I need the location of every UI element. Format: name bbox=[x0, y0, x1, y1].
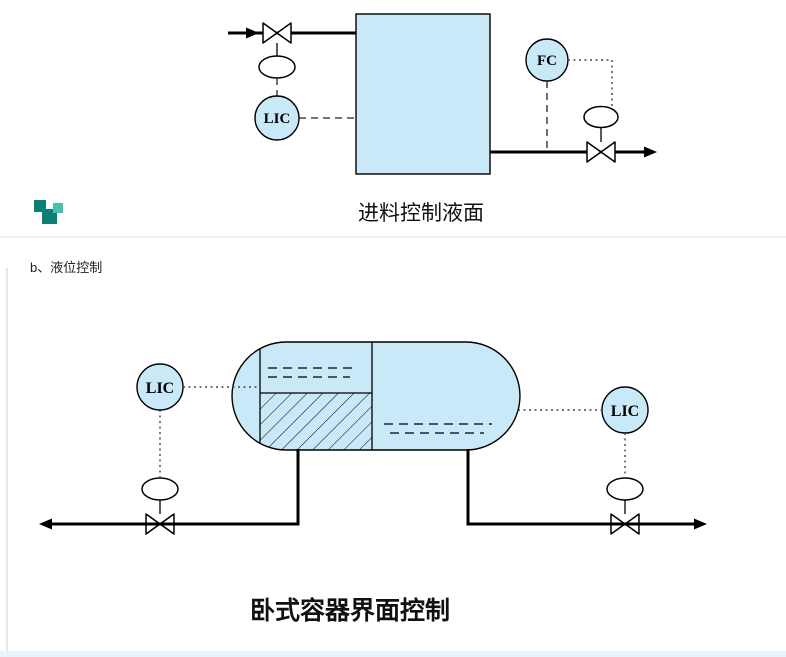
inlet-valve-icon bbox=[262, 22, 292, 44]
hatched-liquid-area bbox=[260, 393, 372, 450]
valve-left-triangle bbox=[586, 141, 602, 163]
logo-block bbox=[53, 203, 63, 213]
vessel-diagram-caption: 卧式容器界面控制 bbox=[250, 596, 450, 625]
feed-diagram-caption: 进料控制液面 bbox=[358, 201, 484, 225]
valve-actuator-icon bbox=[583, 105, 619, 129]
lic-right-label: LIC bbox=[611, 403, 639, 420]
bottom-strip bbox=[0, 651, 786, 657]
diagram-vessel-interface-control: LIC LIC 卧式容器界面控制 bbox=[39, 341, 707, 625]
right-outlet-pipe bbox=[466, 449, 694, 526]
section-label: b、液位控制 bbox=[30, 260, 102, 275]
valve-actuator-icon bbox=[258, 55, 296, 79]
outlet-flow-arrow-icon bbox=[644, 146, 657, 158]
valve-right-triangle bbox=[600, 141, 616, 163]
logo-icon bbox=[34, 200, 63, 224]
valve-actuator-icon bbox=[141, 477, 179, 501]
valve-left-triangle bbox=[262, 22, 278, 44]
valve-right-triangle bbox=[276, 22, 292, 44]
lic-left-label: LIC bbox=[146, 380, 174, 397]
signal-line-dotted bbox=[568, 59, 613, 109]
feed-tank bbox=[355, 13, 491, 175]
left-outlet-pipe bbox=[52, 449, 300, 526]
outlet-valve-icon bbox=[586, 141, 616, 163]
fc-label: FC bbox=[537, 53, 557, 69]
hatch-fill bbox=[260, 393, 372, 450]
right-flow-arrow-icon bbox=[694, 518, 707, 530]
valve-actuator-icon bbox=[606, 477, 644, 501]
left-flow-arrow-icon bbox=[39, 518, 52, 530]
diagram-feed-control: LIC FC 进料控制液面 bbox=[228, 13, 657, 225]
inlet-flow-arrow-icon bbox=[246, 27, 259, 39]
lic-label: LIC bbox=[264, 111, 291, 127]
